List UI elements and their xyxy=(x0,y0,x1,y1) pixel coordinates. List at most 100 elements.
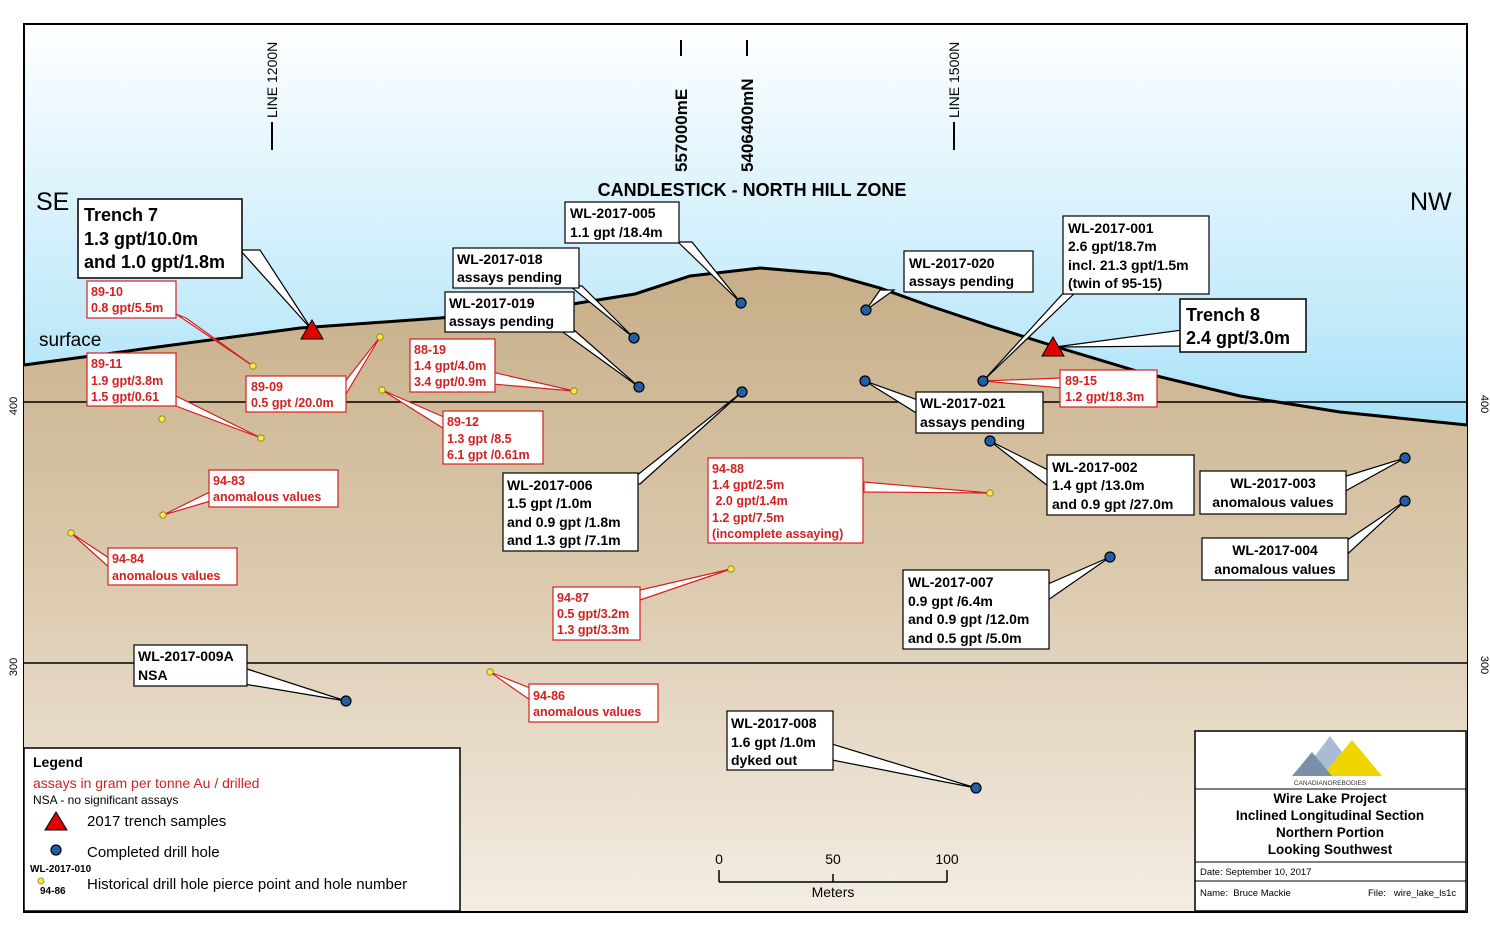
drill-label-wl-2017-019: WL-2017-019 assays pending xyxy=(444,291,575,333)
drill-hole-wl-2017-008 xyxy=(970,782,982,794)
hist-label-94-83: 94-83 anomalous values xyxy=(208,469,339,508)
svg-text:0.5 gpt/3.2m: 0.5 gpt/3.2m xyxy=(557,607,629,621)
svg-text:WL-2017-001: WL-2017-001 xyxy=(1068,220,1154,236)
drill-label-wl-2017-005: WL-2017-005 1.1 gpt /18.4m xyxy=(564,201,680,244)
svg-text:2.0 gpt/1.4m: 2.0 gpt/1.4m xyxy=(712,494,788,508)
svg-text:1.2 gpt/7.5m: 1.2 gpt/7.5m xyxy=(712,511,784,525)
svg-text:and 1.3 gpt /7.1m: and 1.3 gpt /7.1m xyxy=(507,532,621,548)
svg-text:88-19: 88-19 xyxy=(414,343,446,357)
svg-text:Trench 8: Trench 8 xyxy=(1186,305,1260,325)
elevation-label-300-left: 300 xyxy=(8,658,20,676)
svg-text:1.2 gpt/18.3m: 1.2 gpt/18.3m xyxy=(1065,390,1144,404)
svg-text:WL-2017-004: WL-2017-004 xyxy=(1232,542,1318,558)
svg-text:WL-2017-020: WL-2017-020 xyxy=(909,255,995,271)
svg-text:1.5 gpt/0.61: 1.5 gpt/0.61 xyxy=(91,390,159,404)
drill-label-wl-2017-003: WL-2017-003 anomalous values xyxy=(1199,470,1347,515)
svg-text:assays pending: assays pending xyxy=(920,414,1025,430)
trench-8-marker xyxy=(1041,336,1065,357)
svg-text:0.5 gpt /20.0m: 0.5 gpt /20.0m xyxy=(251,396,334,410)
hist-point-94-83 xyxy=(159,511,167,519)
svg-text:WL-2017-006: WL-2017-006 xyxy=(507,477,593,493)
svg-text:and 0.9 gpt /12.0m: and 0.9 gpt /12.0m xyxy=(908,611,1029,627)
hist-point-94-87 xyxy=(727,565,735,573)
hist-label-89-09: 89-09 0.5 gpt /20.0m xyxy=(245,375,347,413)
drill-hole-wl-2017-005 xyxy=(735,297,747,309)
elevation-label-300-right: 300 xyxy=(1478,656,1490,674)
drill-label-wl-2017-002: WL-2017-002 1.4 gpt /13.0m and 0.9 gpt /… xyxy=(1046,454,1195,516)
svg-text:Date: September 10, 2017: Date: September 10, 2017 xyxy=(1200,867,1311,878)
direction-left: SE xyxy=(36,188,69,216)
drill-hole-wl-2017-004 xyxy=(1399,495,1411,507)
drill-hole-wl-2017-021 xyxy=(859,375,871,387)
legend-historical-icon xyxy=(37,877,45,885)
svg-text:94-88: 94-88 xyxy=(712,462,744,476)
svg-text:WL-2017-018: WL-2017-018 xyxy=(457,251,543,267)
northing-label: 5406400mN xyxy=(738,78,757,172)
hist-label-89-11: 89-11 1.9 gpt/3.8m 1.5 gpt/0.61 xyxy=(86,352,177,407)
svg-text:WL-2017-008: WL-2017-008 xyxy=(731,715,817,731)
legend: Legend assays in gram per tonne Au / dri… xyxy=(23,747,461,912)
svg-text:Wire Lake Project: Wire Lake Project xyxy=(1273,791,1387,806)
svg-text:1.6 gpt /1.0m: 1.6 gpt /1.0m xyxy=(731,734,816,750)
svg-text:2.4 gpt/3.0m: 2.4 gpt/3.0m xyxy=(1186,328,1290,348)
svg-text:WL-2017-019: WL-2017-019 xyxy=(449,295,535,311)
svg-text:WL-2017-007: WL-2017-007 xyxy=(908,574,994,590)
svg-text:Northern Portion: Northern Portion xyxy=(1276,825,1384,840)
hist-point-94-88 xyxy=(986,489,994,497)
svg-text:File: wire_lake_ls1c: File: wire_lake_ls1c xyxy=(1368,888,1456,899)
hist-point-unlabeled xyxy=(158,415,166,423)
svg-text:1.3 gpt/3.3m: 1.3 gpt/3.3m xyxy=(557,623,629,637)
svg-text:assays pending: assays pending xyxy=(457,269,562,285)
svg-text:assays pending: assays pending xyxy=(909,273,1014,289)
surface-label: surface xyxy=(39,330,101,351)
drill-label-wl-2017-006: WL-2017-006 1.5 gpt /1.0m and 0.9 gpt /1… xyxy=(502,472,639,552)
svg-text:NSA: NSA xyxy=(138,667,168,683)
hist-label-89-15: 89-15 1.2 gpt/18.3m xyxy=(1059,369,1158,408)
svg-text:0: 0 xyxy=(715,851,723,867)
svg-text:1.3 gpt/10.0m: 1.3 gpt/10.0m xyxy=(84,229,198,249)
svg-text:dyked out: dyked out xyxy=(731,752,797,768)
drill-label-wl-2017-007: WL-2017-007 0.9 gpt /6.4m and 0.9 gpt /1… xyxy=(902,569,1050,650)
drill-hole-wl-2017-002 xyxy=(984,435,996,447)
svg-text:1.4 gpt /13.0m: 1.4 gpt /13.0m xyxy=(1052,477,1145,493)
svg-text:1.4 gpt/2.5m: 1.4 gpt/2.5m xyxy=(712,478,784,492)
svg-text:1.5 gpt /1.0m: 1.5 gpt /1.0m xyxy=(507,495,592,511)
legend-drill-icon xyxy=(50,844,62,856)
svg-text:and 0.5 gpt /5.0m: and 0.5 gpt /5.0m xyxy=(908,630,1022,646)
drill-hole-wl-2017-001 xyxy=(977,375,989,387)
svg-text:anomalous values: anomalous values xyxy=(112,569,220,583)
svg-text:89-11: 89-11 xyxy=(91,357,122,371)
hist-point-89-11 xyxy=(257,434,265,442)
svg-text:anomalous values: anomalous values xyxy=(213,490,321,504)
elevation-label-400-left: 400 xyxy=(8,397,20,415)
svg-text:94-86: 94-86 xyxy=(40,886,66,897)
svg-text:2017 trench samples: 2017 trench samples xyxy=(87,813,226,830)
hist-label-94-84: 94-84 anomalous values xyxy=(107,547,238,586)
svg-text:WL-2017-005: WL-2017-005 xyxy=(570,205,656,221)
drill-hole-wl-2017-020 xyxy=(860,304,872,316)
historical-leader-lines xyxy=(70,313,1063,702)
title-block: CANADIANOREBODIES Wire Lake Project Incl… xyxy=(1194,730,1467,912)
svg-text:Meters: Meters xyxy=(812,884,855,900)
drill-hole-wl-2017-009a xyxy=(340,695,352,707)
svg-text:0.8 gpt/5.5m: 0.8 gpt/5.5m xyxy=(91,301,163,315)
drill-hole-wl-2017-006 xyxy=(736,386,748,398)
svg-text:WL-2017-002: WL-2017-002 xyxy=(1052,459,1138,475)
drill-hole-wl-2017-003 xyxy=(1399,452,1411,464)
svg-text:6.1 gpt /0.61m: 6.1 gpt /0.61m xyxy=(447,448,530,462)
svg-text:0.9 gpt /6.4m: 0.9 gpt /6.4m xyxy=(908,593,993,609)
svg-text:and 0.9 gpt /1.8m: and 0.9 gpt /1.8m xyxy=(507,514,621,530)
scale-bar: 0 50 100 Meters xyxy=(715,851,959,900)
hist-point-89-12 xyxy=(378,386,386,394)
svg-text:89-12: 89-12 xyxy=(447,415,479,429)
svg-text:WL-2017-010: WL-2017-010 xyxy=(30,864,92,875)
svg-text:(incomplete assaying): (incomplete assaying) xyxy=(712,527,843,541)
svg-text:94-87: 94-87 xyxy=(557,591,589,605)
legend-trench-icon xyxy=(44,811,68,831)
hist-label-94-88: 94-88 1.4 gpt/2.5m 2.0 gpt/1.4m 1.2 gpt/… xyxy=(707,457,864,544)
svg-text:50: 50 xyxy=(825,851,841,867)
historical-markers xyxy=(67,333,994,676)
drill-label-wl-2017-009a: WL-2017-009A NSA xyxy=(133,644,248,687)
svg-text:Historical drill hole pierce p: Historical drill hole pierce point and h… xyxy=(87,876,407,893)
